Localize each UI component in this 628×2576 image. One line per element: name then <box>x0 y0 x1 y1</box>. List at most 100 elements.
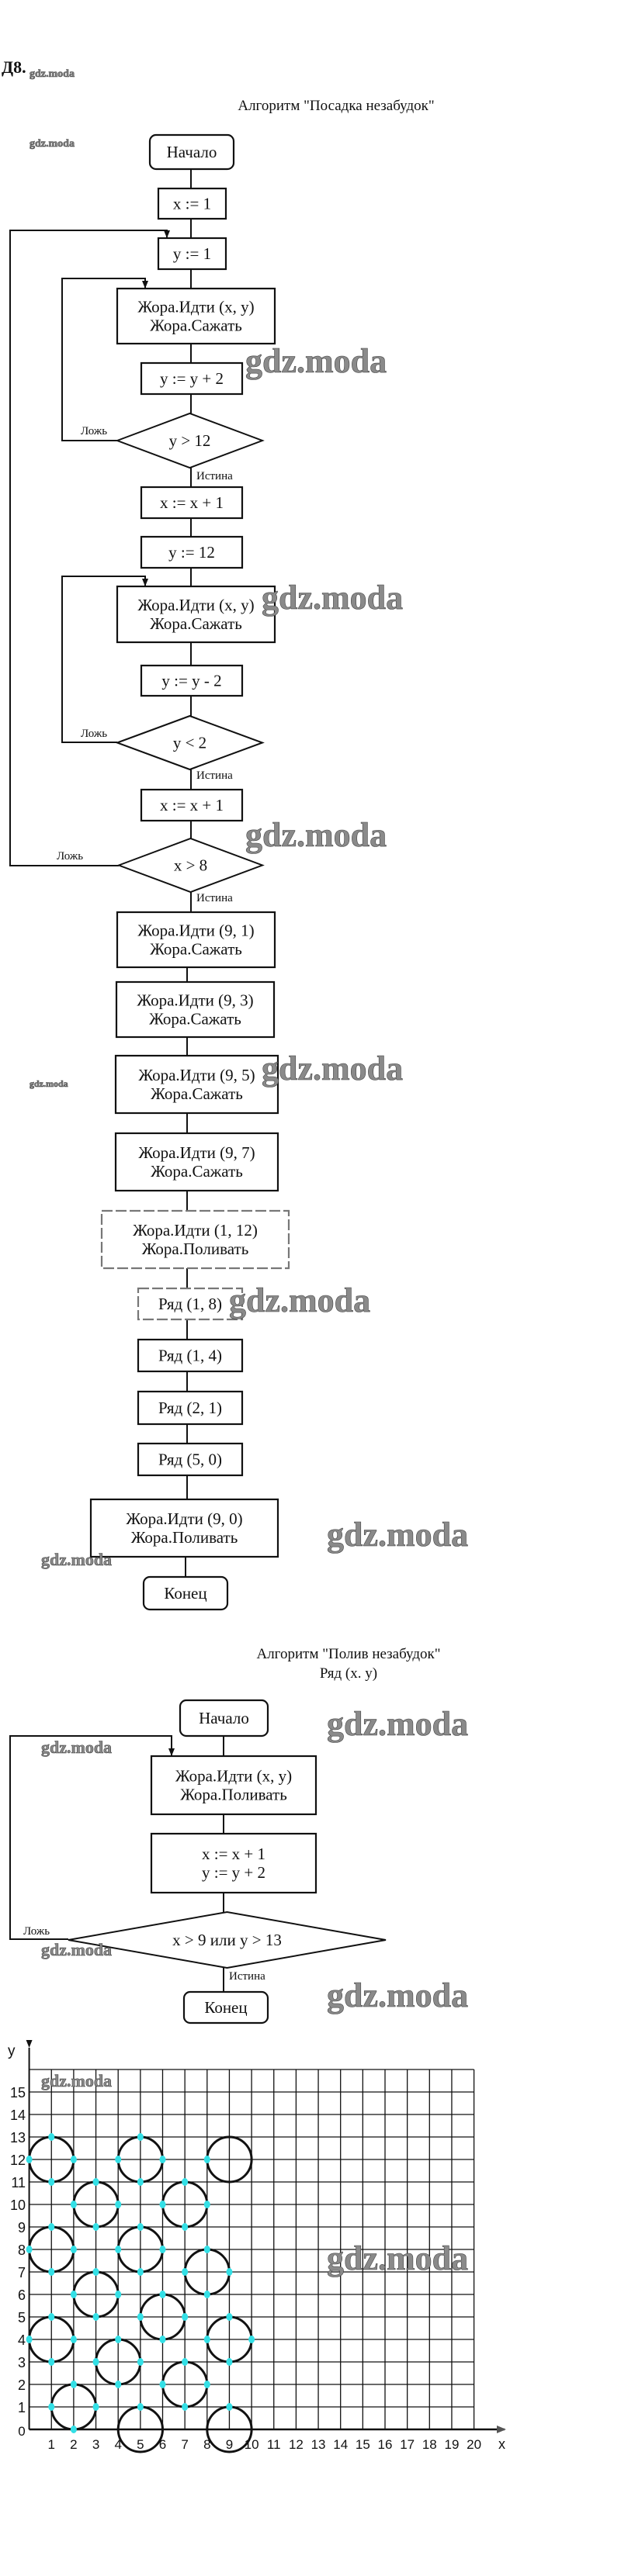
watering-title: Алгоритм "Полив незабудок" <box>256 1646 440 1662</box>
process-box <box>140 664 244 697</box>
y-tick-label: 3 <box>18 2355 26 2370</box>
planting-node: x := 1 <box>157 187 227 220</box>
node-text: y := 1 <box>173 244 211 263</box>
y-tick-label: 15 <box>10 2085 26 2101</box>
watered-point <box>203 2246 210 2253</box>
loop-connector <box>9 1735 172 1940</box>
process-box <box>116 287 276 345</box>
watering-node: Начало <box>179 1699 269 1738</box>
watered-point <box>48 2178 55 2186</box>
watermark: gdz.moda <box>29 138 75 150</box>
watering-subtitle: Ряд (x. y) <box>320 1665 377 1682</box>
process-box <box>115 980 276 1039</box>
watered-point <box>115 2156 122 2163</box>
watered-point <box>48 2313 55 2321</box>
watered-point <box>26 2156 33 2163</box>
watered-point <box>226 2403 233 2411</box>
x-tick-label: 18 <box>422 2437 437 2452</box>
false-label: Ложь <box>23 1925 50 1938</box>
node-text: Начало <box>199 1709 249 1727</box>
watered-point <box>182 2403 189 2411</box>
x-tick-label: 11 <box>267 2437 281 2452</box>
watering-node: x := x + 1y := y + 2 <box>150 1832 317 1894</box>
watered-point <box>182 2358 189 2366</box>
node-text: Конец <box>204 1998 247 2017</box>
process-box <box>140 486 244 520</box>
node-text: Ряд (1, 8) <box>158 1295 222 1313</box>
x-tick-label: 14 <box>333 2437 348 2452</box>
planting-node: Ряд (1, 8) <box>137 1287 244 1321</box>
watered-point <box>70 2336 77 2343</box>
process-box <box>140 361 244 396</box>
node-text: Жора.Идти (x, y) <box>175 1767 292 1786</box>
watered-point <box>137 2358 144 2366</box>
planting-node: Начало <box>148 133 235 171</box>
node-text: Жора.Сажать <box>151 1162 243 1181</box>
x-axis-label: x <box>498 2436 505 2452</box>
watered-point <box>70 2381 77 2388</box>
watermark: gdz.moda <box>41 1550 112 1569</box>
planting-node: y := y + 2 <box>140 361 244 396</box>
decision-diamond <box>115 412 265 469</box>
node-text: x := x + 1 <box>202 1845 265 1863</box>
watered-point <box>137 2268 144 2276</box>
planting-node: Ряд (1, 4) <box>137 1338 244 1373</box>
watering-node: Жора.Идти (x, y)Жора.Поливать <box>150 1755 317 1816</box>
process-box <box>116 585 276 644</box>
watermark: gdz.moda <box>327 1976 468 2014</box>
process-box <box>137 1287 244 1321</box>
node-text: Начало <box>167 143 217 161</box>
watered-point <box>159 2156 166 2163</box>
y-tick-label: 6 <box>18 2287 26 2303</box>
watered-point <box>137 2313 144 2321</box>
watered-point <box>92 2178 99 2186</box>
process-box <box>114 1132 279 1192</box>
watered-point <box>92 2268 99 2276</box>
planting-node: y := 12 <box>140 535 244 569</box>
arrow-head-icon <box>168 1748 175 1756</box>
node-text: Жора.Сажать <box>150 316 242 335</box>
process-box <box>140 788 244 822</box>
node-text: Жора.Идти (9, 3) <box>137 991 253 1010</box>
watered-point <box>115 2381 122 2388</box>
y-tick-label: 13 <box>10 2130 26 2146</box>
x-tick-label: 20 <box>467 2437 481 2452</box>
process-box <box>100 1209 290 1270</box>
node-text: Жора.Идти (9, 1) <box>137 921 254 940</box>
watered-point <box>159 2246 166 2253</box>
node-text: Жора.Идти (x, y) <box>137 298 254 316</box>
process-box <box>137 1338 244 1373</box>
planting-node: Жора.Идти (x, y)Жора.Сажать <box>116 287 276 345</box>
terminal-box <box>148 133 235 171</box>
planting-node: Жора.Идти (x, y)Жора.Сажать <box>116 585 276 644</box>
x-tick-label: 8 <box>203 2437 210 2452</box>
y-tick-label: 2 <box>18 2377 26 2393</box>
planting-node: x := x + 1 <box>140 486 244 520</box>
node-text: x := x + 1 <box>160 796 224 814</box>
node-text: Жора.Сажать <box>150 940 242 959</box>
planting-node: Жора.Идти (9, 5)Жора.Сажать <box>114 1054 279 1115</box>
y-tick-label: 4 <box>18 2332 26 2348</box>
watermarks: gdz.moda gdz.moda gdz.moda gdz.moda gdz.moda… <box>29 68 469 2278</box>
watered-point <box>115 2291 122 2298</box>
x-tick-label: 9 <box>226 2437 233 2452</box>
node-text: x := 1 <box>173 195 211 213</box>
process-box <box>114 1054 279 1115</box>
process-box <box>150 1755 317 1816</box>
watered-point <box>226 2313 233 2321</box>
terminal-box <box>179 1699 269 1738</box>
process-box <box>89 1498 279 1558</box>
watermark: gdz.moda <box>41 1738 112 1757</box>
watered-point <box>115 2246 122 2253</box>
x-tick-label: 12 <box>289 2437 304 2452</box>
node-text: Ряд (5, 0) <box>158 1451 222 1469</box>
decision-diamond <box>116 837 265 894</box>
planting-node: Конец <box>142 1575 229 1611</box>
watered-point <box>203 2291 210 2298</box>
node-text: Жора.Идти (9, 5) <box>138 1066 255 1084</box>
watered-point <box>70 2246 77 2253</box>
x-tick-label: 17 <box>400 2437 415 2452</box>
watermark: gdz.moda <box>262 579 403 617</box>
y-tick-label: 9 <box>18 2220 26 2235</box>
